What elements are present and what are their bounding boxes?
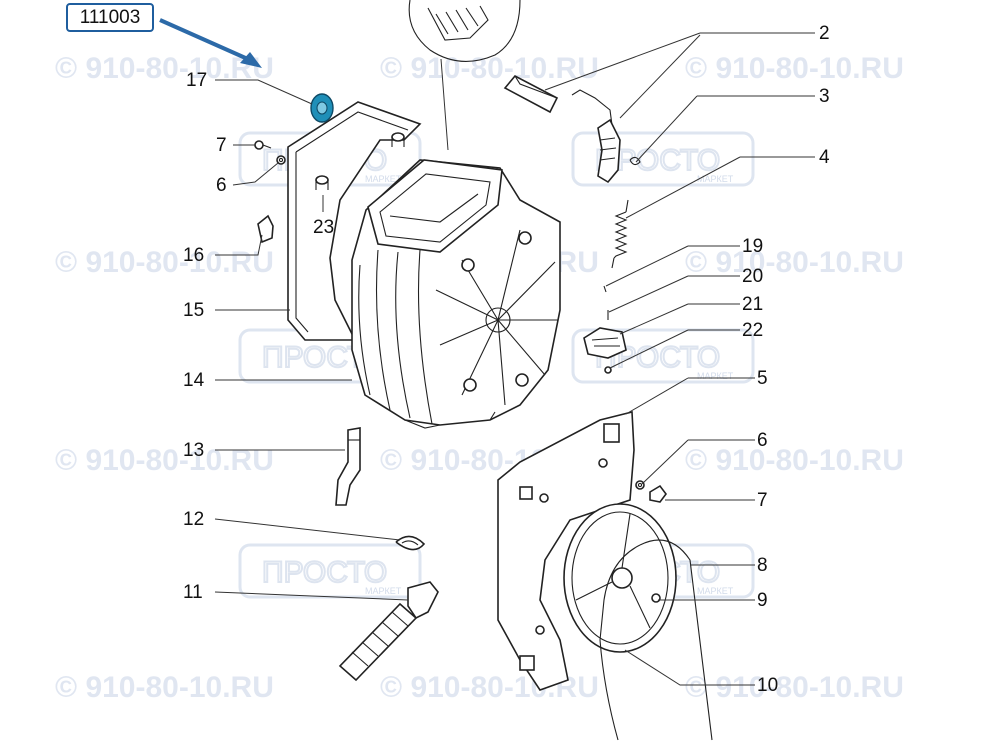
pointer-arrow — [159, 18, 262, 68]
top-right-parts — [503, 74, 641, 374]
callout-6-left: 6 — [216, 175, 227, 196]
watermark-brand-sub: МАРКЕТ — [697, 174, 734, 184]
detail-magnifier — [408, 0, 521, 151]
callout-22: 22 — [742, 320, 763, 341]
callout-2: 2 — [819, 23, 830, 44]
part-code: 111003 — [79, 6, 141, 28]
leader-lines — [214, 32, 815, 686]
front-frame — [497, 410, 635, 691]
callout-19: 19 — [742, 236, 763, 257]
callout-4: 4 — [819, 147, 830, 168]
watermark-brand-sub: МАРКЕТ — [365, 174, 402, 184]
callout-13: 13 — [183, 440, 204, 461]
callout-11: 11 — [183, 582, 203, 603]
callout-14: 14 — [183, 370, 205, 391]
callout-9: 9 — [757, 590, 768, 611]
watermark-brand-sub: МАРКЕТ — [697, 586, 734, 596]
callout-7-right: 7 — [757, 490, 768, 511]
watermark-phone: © 910-80-10.RU — [685, 671, 904, 704]
callout-16: 16 — [183, 245, 204, 266]
callout-15: 15 — [183, 300, 204, 321]
drum-pulley — [563, 503, 677, 653]
part-17-highlighted[interactable] — [310, 93, 334, 123]
watermark-phone: © 910-80-10.RU — [685, 246, 904, 279]
callout-8: 8 — [757, 555, 768, 576]
callout-20: 20 — [742, 266, 763, 287]
callout-21: 21 — [742, 294, 763, 315]
callout-10: 10 — [757, 675, 778, 696]
watermark-brand-sub: МАРКЕТ — [697, 371, 734, 381]
drive-belt — [599, 539, 713, 741]
tub-assembly — [351, 159, 561, 429]
callout-12: 12 — [183, 509, 204, 530]
watermark-phone: © 910-80-10.RU — [55, 246, 274, 279]
watermark-brand: ПРОСТО — [262, 556, 387, 589]
callout-6-right: 6 — [757, 430, 768, 451]
right-small-parts — [635, 480, 667, 603]
part-code-box: 111003 — [66, 3, 154, 32]
lower-left-parts — [335, 427, 439, 682]
callout-7-left: 7 — [216, 135, 227, 156]
watermark-brand-sub: МАРКЕТ — [365, 586, 402, 596]
watermark-phone: © 910-80-10.RU — [685, 52, 904, 85]
rear-panel — [287, 101, 422, 341]
callout-labels: 2 3 4 19 20 21 22 5 6 7 8 9 10 17 7 6 23… — [183, 23, 830, 696]
watermark-phone: © 910-80-10.RU — [55, 671, 274, 704]
callout-23: 23 — [313, 217, 334, 238]
callout-5: 5 — [757, 368, 768, 389]
callout-3: 3 — [819, 86, 830, 107]
watermark-phone: © 910-80-10.RU — [55, 444, 274, 477]
watermark-phone: © 910-80-10.RU — [685, 444, 904, 477]
callout-17: 17 — [186, 70, 207, 91]
